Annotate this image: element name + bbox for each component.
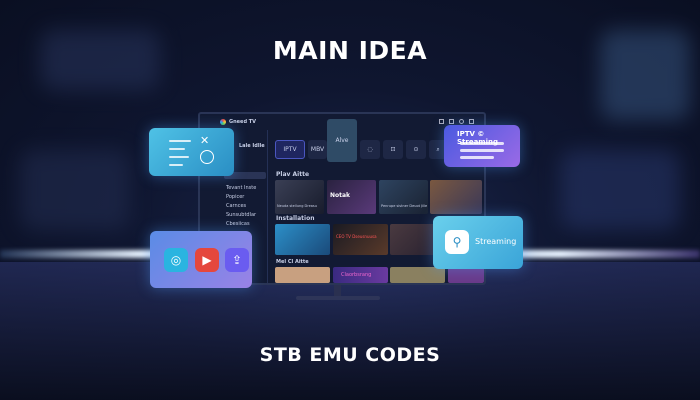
tab-eye-icon[interactable]: ◌ bbox=[360, 140, 380, 159]
thumbnail-caption: Neuda stellung Dreasu bbox=[277, 204, 317, 208]
tab-mbv[interactable]: MBV bbox=[308, 140, 327, 159]
streaming-card[interactable]: ⚲ Streaming bbox=[433, 216, 523, 269]
sidebar-selected[interactable] bbox=[224, 172, 266, 179]
upload-app-icon[interactable]: ⇪ bbox=[225, 248, 249, 272]
dial-icon bbox=[200, 150, 214, 164]
sidebar-item[interactable]: Popicer bbox=[226, 194, 245, 200]
sidebar-item[interactable]: Carnces bbox=[226, 203, 247, 209]
thumbnail-caption: CEO TV Dseusnuusa bbox=[336, 234, 377, 239]
thumbnail[interactable]: Claorbsrang bbox=[333, 267, 388, 283]
thumbnail[interactable] bbox=[448, 267, 484, 283]
settings-card[interactable]: ✕ bbox=[149, 128, 234, 176]
cast-icon[interactable] bbox=[439, 119, 444, 124]
sidebar-item[interactable]: Sunsubtdlar bbox=[226, 212, 257, 218]
floor-reflection bbox=[0, 262, 700, 400]
iptv-streaming-card[interactable]: IPTV © Streaming bbox=[444, 125, 520, 167]
thumbnail-caption: Claorbsrang bbox=[341, 272, 372, 278]
sidebar: Lale Idlle Tevant Inste Popicer Carnces … bbox=[200, 130, 268, 283]
chat-app-icon[interactable]: ◎ bbox=[164, 248, 188, 272]
brand-logo-icon bbox=[220, 119, 226, 125]
thumbnail-caption: Notak bbox=[330, 192, 351, 199]
row-title: Plav Aitte bbox=[276, 171, 310, 178]
thumbnail[interactable] bbox=[275, 224, 330, 255]
thumbnail[interactable]: CEO TV Dseusnuusa bbox=[333, 224, 388, 255]
apps-card: ◎ ▶ ⇪ bbox=[150, 231, 252, 288]
settings-icon[interactable] bbox=[459, 119, 464, 124]
search-icon[interactable]: ⌕ bbox=[429, 140, 447, 159]
footer-title: STB EMU CODES bbox=[259, 344, 441, 366]
thumbnail[interactable] bbox=[390, 224, 435, 255]
folder-icon[interactable] bbox=[449, 119, 454, 124]
close-icon[interactable]: ✕ bbox=[200, 134, 210, 147]
thumbnail[interactable]: Penrupe sistner Deuot Jille bbox=[379, 180, 428, 214]
streaming-label: Streaming bbox=[475, 237, 517, 246]
thumbnail[interactable]: Notak bbox=[327, 180, 376, 214]
tab-alve[interactable]: Alve bbox=[327, 119, 357, 162]
streaming-icon: ⚲ bbox=[445, 230, 469, 254]
headline: MAIN IDEA bbox=[272, 36, 428, 65]
thumbnail[interactable] bbox=[390, 267, 445, 283]
window-icon[interactable] bbox=[469, 119, 474, 124]
thumbnail[interactable] bbox=[430, 180, 482, 214]
tv-base bbox=[296, 296, 380, 300]
thumbnail-caption: Penrupe sistner Deuot Jille bbox=[381, 204, 428, 208]
video-app-icon[interactable]: ▶ bbox=[195, 248, 219, 272]
tab-download-icon[interactable]: ⊡ bbox=[383, 140, 403, 159]
header-icons bbox=[439, 119, 474, 124]
tab-clock-icon[interactable]: ⊙ bbox=[406, 140, 426, 159]
brand-name: Gneed TV bbox=[229, 119, 257, 125]
row-title: Installation bbox=[276, 215, 315, 222]
row-title: Mel Cl Aitte bbox=[276, 259, 309, 265]
thumbnail[interactable]: Neuda stellung Dreasu bbox=[275, 180, 324, 214]
thumbnail[interactable] bbox=[275, 267, 330, 283]
sidebar-item[interactable]: Cbesiicas bbox=[226, 221, 250, 227]
sidebar-item[interactable]: Tevant Inste bbox=[226, 185, 257, 191]
tv-stand bbox=[334, 285, 341, 297]
tab-iptv[interactable]: IPTV bbox=[275, 140, 305, 159]
sidebar-heading: Lale Idlle bbox=[239, 143, 265, 149]
